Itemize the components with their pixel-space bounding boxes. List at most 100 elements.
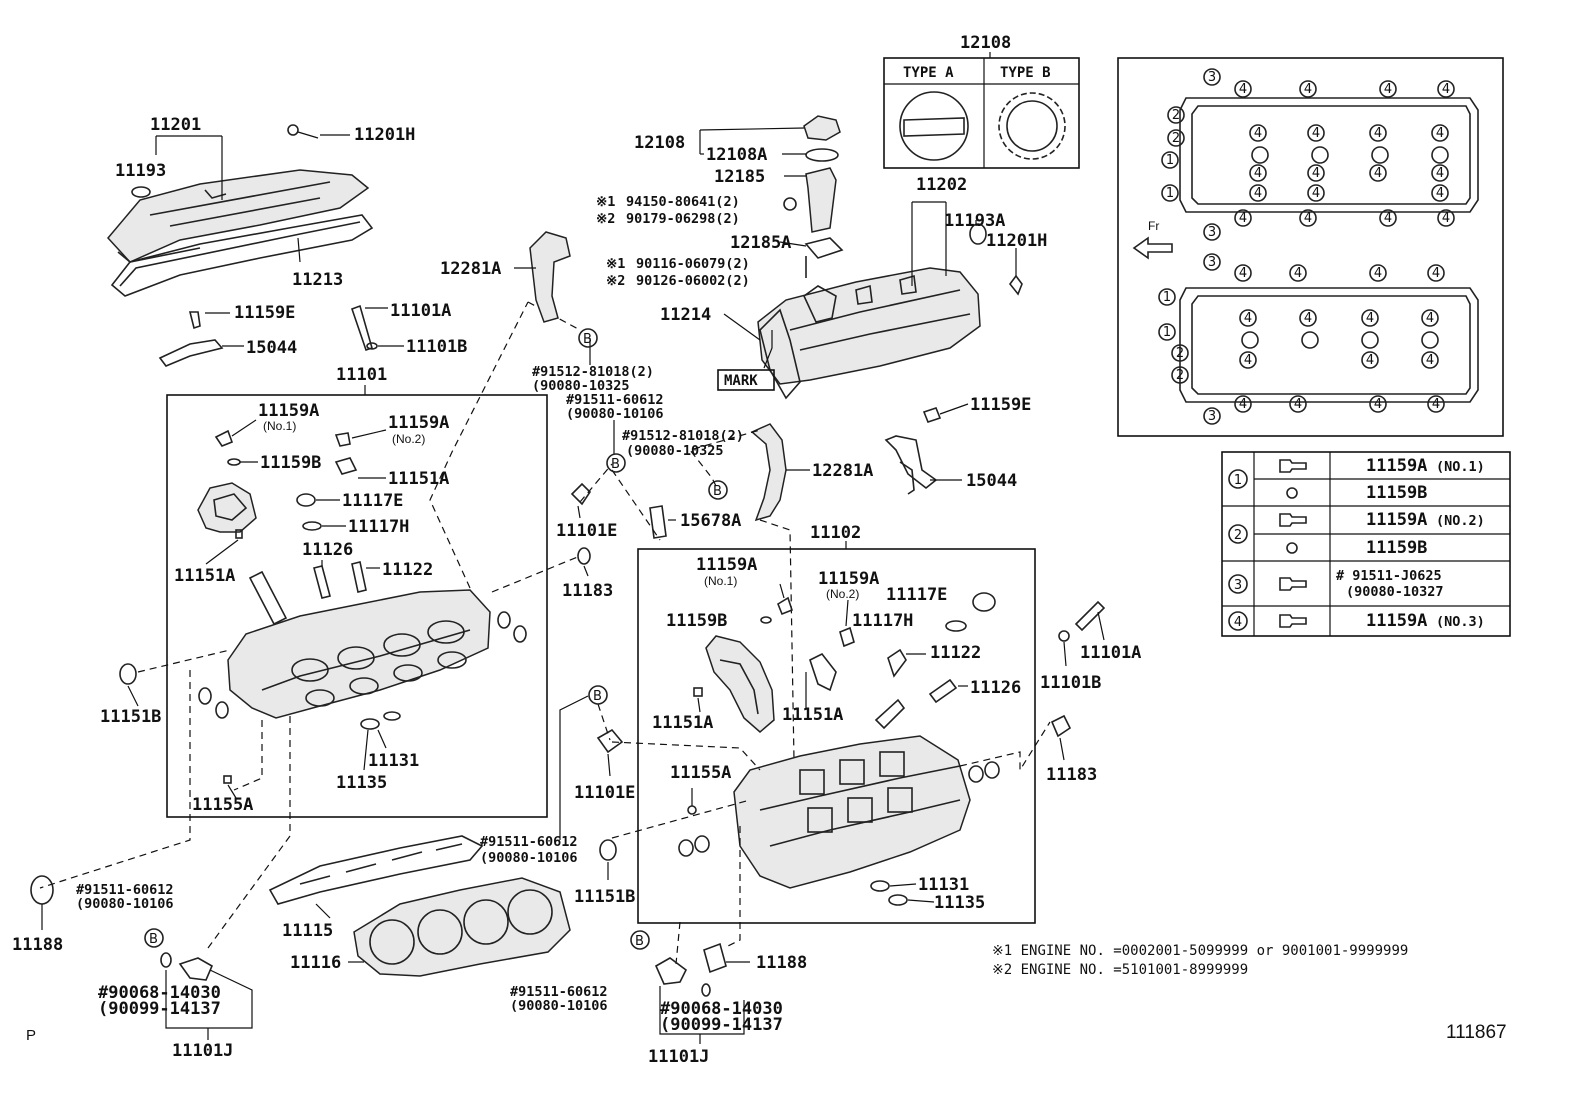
sequence-marker-number: 4	[1374, 126, 1382, 141]
fitting-11101e-lower[interactable]	[596, 728, 624, 754]
mark-label: MARK	[724, 373, 758, 389]
gasket-11117h-lh[interactable]	[302, 521, 322, 531]
gasket-12108a[interactable]	[805, 148, 839, 162]
fitting-11101e-upper[interactable]	[570, 482, 592, 506]
vvt-solenoid-rh[interactable]	[654, 957, 711, 997]
pin-11151a-rh[interactable]	[693, 687, 703, 697]
sequence-marker-circle	[1307, 184, 1325, 202]
plug-11117e-rh[interactable]	[972, 592, 996, 612]
sequence-marker-circle	[1427, 264, 1445, 282]
seals-cam-lh[interactable]	[198, 611, 527, 719]
label-11151b-lh: 11151B	[100, 707, 161, 727]
bolt-11201h-lh[interactable]	[287, 124, 319, 139]
tube-11122-lh[interactable]	[351, 561, 367, 593]
sequence-marker-number: 4	[1312, 126, 1320, 141]
sequence-marker-number: 4	[1239, 82, 1247, 97]
sequence-marker-number: 4	[1312, 166, 1320, 181]
filler-tube-12185[interactable]	[805, 167, 837, 233]
chain-guide-rh[interactable]	[705, 635, 775, 733]
cap-type-b-icon	[998, 92, 1066, 160]
tube-11126-rh[interactable]	[928, 678, 958, 704]
label-11214: 11214	[660, 305, 711, 325]
stud-11159e-lh[interactable]	[188, 311, 201, 330]
cylinder-head-lh[interactable]	[227, 589, 491, 719]
tube-11122-rh[interactable]	[887, 648, 907, 678]
oil-filler-cap-12108[interactable]	[803, 115, 841, 141]
label-11126-rh: 11126	[970, 678, 1021, 698]
stud-11101a-rh[interactable]	[1074, 600, 1106, 632]
bracket-11151a-lh[interactable]	[334, 457, 358, 475]
breather-hose-15044-rh[interactable]	[884, 435, 938, 495]
bolt-11159a-no2-rh[interactable]	[839, 626, 855, 648]
sensor-15678a[interactable]	[649, 505, 667, 539]
breather-hose-15044-lh[interactable]	[158, 339, 224, 367]
cylinder-head-rh[interactable]	[733, 735, 971, 889]
filler-gasket-12185a[interactable]	[804, 237, 844, 259]
plug-11155a-rh[interactable]	[687, 805, 697, 815]
head-gasket-11116[interactable]	[353, 877, 571, 977]
label-11117h-rh: 11117H	[852, 611, 913, 631]
sequence-marker-circle	[1158, 288, 1176, 306]
tube-11126-lh[interactable]	[313, 565, 331, 599]
washer-icon	[1286, 487, 1298, 499]
note-mark-1a: ※1	[596, 194, 615, 210]
label-vvt-90099-rh: (90099-14137	[660, 1015, 783, 1035]
cap-11151b-rh[interactable]	[599, 839, 617, 861]
chain-guide-12281a-upper[interactable]	[529, 231, 571, 323]
label-11101b-rh: 11101B	[1040, 673, 1101, 693]
sequence-marker-circle	[1299, 80, 1317, 98]
cap-11183-rh[interactable]	[1050, 714, 1072, 738]
nut-ref-1[interactable]	[783, 197, 797, 211]
gasket-11117h-rh[interactable]	[945, 620, 967, 632]
sequence-marker-circle	[1161, 151, 1179, 169]
chain-guide-lh[interactable]	[197, 482, 257, 533]
bolt-11159a-no1-lh[interactable]	[214, 429, 234, 447]
diagram-code: 111867	[1446, 1022, 1507, 1043]
cylinder-head-cover-lh[interactable]	[107, 169, 370, 263]
washer-11159b-lh[interactable]	[227, 458, 241, 466]
washers-11131-11135-rh[interactable]	[870, 880, 908, 906]
vvt-solenoid-lh[interactable]	[160, 952, 214, 981]
washers-11131-11135-lh[interactable]	[360, 711, 401, 730]
seal-11193[interactable]	[131, 186, 151, 198]
bolt-table-index-circle	[1228, 574, 1248, 594]
label-90116: 90116-06079(2)	[636, 256, 750, 272]
tube-rh-2[interactable]	[874, 698, 906, 730]
label-11122-rh: 11122	[930, 643, 981, 663]
ref-circle-b-3: B	[708, 480, 728, 500]
plug-11188-lh[interactable]	[30, 875, 54, 905]
sequence-marker-number: 4	[1384, 82, 1392, 97]
cap-11151b-lh[interactable]	[119, 663, 137, 685]
bolt-11159a-no2-lh[interactable]	[334, 432, 351, 447]
type-b-label: TYPE B	[1000, 65, 1051, 81]
chain-guide-12281a-lower[interactable]	[750, 423, 787, 522]
bolt-11201h-rh[interactable]	[1008, 274, 1023, 296]
bolt-icon	[1279, 513, 1307, 527]
washer-11159b-rh[interactable]	[760, 616, 772, 624]
bracket-11151a-rh[interactable]	[809, 652, 837, 692]
washer-11101b-rh[interactable]	[1058, 630, 1070, 642]
head-cover-gasket-lh[interactable]	[110, 214, 374, 297]
pipe-11151a-b[interactable]	[248, 570, 288, 626]
washer-11101b-lh[interactable]	[366, 342, 378, 350]
label-11151b-rh: 11151B	[574, 887, 635, 907]
cylinder-head-cover-rh[interactable]	[757, 267, 981, 385]
sequence-marker-circle	[1427, 395, 1445, 413]
seals-cam-rh[interactable]	[678, 761, 1000, 857]
seal-11193a[interactable]	[969, 223, 987, 245]
sequence-marker-circle	[1369, 164, 1387, 182]
bolt-11159a-no1-rh[interactable]	[777, 596, 793, 616]
label-vvt-90068-rh: #90068-14030	[660, 999, 783, 1019]
stud-11101a-lh[interactable]	[350, 304, 373, 352]
sequence-marker-number: 2	[1172, 131, 1180, 146]
sequence-marker-circle	[1431, 164, 1449, 182]
pin-11151a-lh[interactable]	[235, 529, 243, 539]
stud-11159e-rh[interactable]	[922, 407, 942, 423]
gasket-11115[interactable]	[268, 835, 484, 905]
plug-11188-rh[interactable]	[703, 942, 727, 974]
plug-11155a-lh[interactable]	[223, 775, 232, 784]
plug-11117e-lh[interactable]	[296, 493, 316, 507]
label-11159a-no1-lh: 11159A	[258, 401, 319, 421]
cap-11183-upper[interactable]	[577, 547, 591, 565]
label-bolt-90080-10325-b: (90080-10325	[626, 443, 724, 459]
